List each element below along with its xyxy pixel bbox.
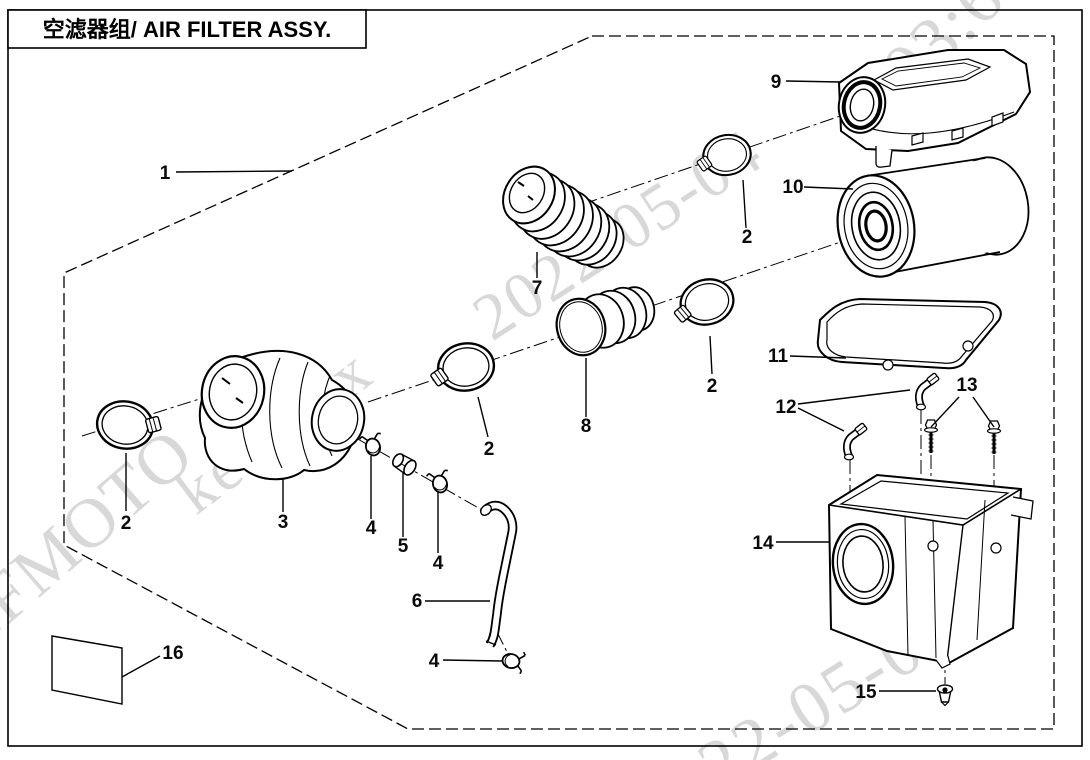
part-15-drain-plug-drawing <box>936 684 954 707</box>
part-12-fitting-b <box>917 373 940 410</box>
part-5-joint-drawing <box>391 453 417 476</box>
callout-14: 14 <box>752 533 774 554</box>
callout-8: 8 <box>581 416 592 437</box>
callout-15: 15 <box>855 682 877 703</box>
callout-2-right: 2 <box>707 376 718 397</box>
callout-2-mid: 2 <box>484 439 495 460</box>
diagram-dashed-boundary <box>63 35 1055 730</box>
callout-2-left: 2 <box>121 513 132 534</box>
callout-leader-lines <box>121 80 995 692</box>
callout-16: 16 <box>162 643 183 664</box>
part-4-spring-clamp-c <box>499 647 527 675</box>
callout-12: 12 <box>775 397 796 418</box>
part-7-bellows-duct-drawing <box>502 165 625 269</box>
callout-13: 13 <box>956 375 977 396</box>
title-box <box>7 9 367 49</box>
part-12-fitting-a <box>845 423 868 460</box>
callout-7: 7 <box>532 278 543 299</box>
part-16-label-drawing <box>51 635 123 705</box>
part-6-breather-hose-drawing <box>479 500 518 648</box>
watermark-brand: CFMOTO <box>0 414 209 671</box>
part-9-cover-drawing <box>837 49 1032 168</box>
part-8-short-duct-drawing <box>555 286 656 357</box>
callout-1: 1 <box>160 163 171 184</box>
part-2-clamp-right <box>666 272 740 334</box>
callout-10: 10 <box>782 177 803 198</box>
callout-4c: 4 <box>429 651 440 672</box>
callout-9: 9 <box>771 72 782 93</box>
part-11-gasket-drawing <box>816 297 1002 371</box>
part-2-clamp-mid <box>424 337 499 398</box>
part-3-elbow-duct-drawing <box>198 350 366 481</box>
callout-11: 11 <box>768 346 789 367</box>
callout-2-top: 2 <box>742 227 753 248</box>
callout-4b: 4 <box>433 553 444 574</box>
callout-4a: 4 <box>366 518 377 539</box>
part-13-screw-a <box>923 418 939 455</box>
part-10-filter-element-drawing <box>836 156 1030 278</box>
page-title: 空滤器组/ AIR FILTER ASSY. <box>43 17 331 42</box>
part-4-spring-clamp-a <box>358 430 387 459</box>
callout-6: 6 <box>412 591 423 612</box>
callout-3: 3 <box>278 512 289 533</box>
outer-border <box>7 9 1083 747</box>
part-14-housing-drawing <box>827 473 1034 669</box>
callout-layer: 1 2 2 2 2 3 4 5 4 6 4 7 8 9 10 11 12 13 … <box>121 72 978 703</box>
callout-5: 5 <box>398 536 409 557</box>
